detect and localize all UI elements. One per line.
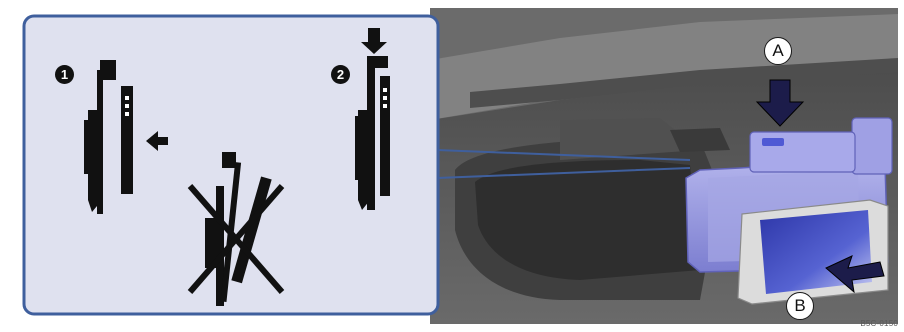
phone-screen [760, 210, 872, 294]
smartphone [738, 200, 888, 304]
inset-panel [24, 16, 438, 314]
step-marker-1: 1 [55, 65, 74, 84]
release-button [762, 138, 784, 146]
callout-a: A [764, 37, 792, 65]
holder-clamp-top [852, 118, 892, 174]
reference-code: B5C-0150 [860, 319, 898, 328]
callout-b: B [786, 292, 814, 320]
step-marker-2: 2 [331, 65, 350, 84]
